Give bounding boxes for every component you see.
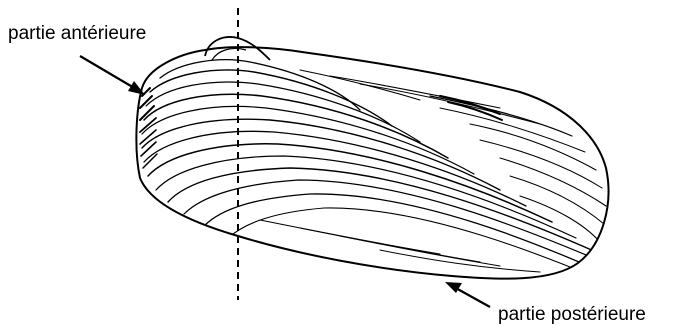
label-posterior: partie postérieure xyxy=(498,304,646,325)
shell-outline xyxy=(135,46,610,280)
anterior-arrow-head xyxy=(128,81,145,95)
label-anterior: partie antérieure xyxy=(8,23,147,44)
growth-lines xyxy=(139,59,609,279)
posterior-arrow-line xyxy=(453,286,491,308)
anterior-arrow-line xyxy=(79,55,137,90)
posterior-arrow-head xyxy=(445,282,462,293)
